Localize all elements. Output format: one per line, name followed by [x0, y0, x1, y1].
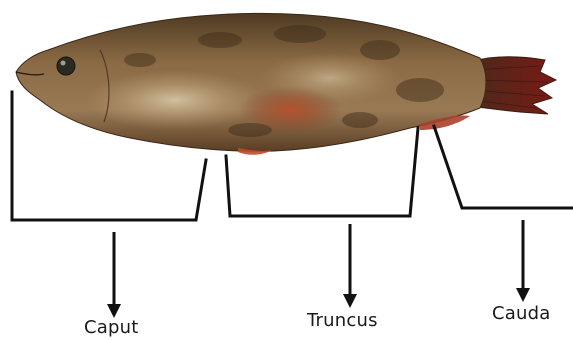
cauda-bracket [434, 126, 572, 208]
region-arrows [107, 220, 530, 318]
truncus-label: Truncus [307, 310, 378, 331]
fish-eye [57, 57, 75, 75]
fish-eye-highlight [61, 61, 66, 66]
caput-label: Caput [84, 317, 139, 338]
cauda-arrow-head [516, 288, 530, 302]
fish-illustration [16, 13, 556, 154]
cauda-label: Cauda [492, 303, 550, 324]
belly-highlight [85, 70, 265, 130]
caput-arrow-head [107, 304, 121, 318]
truncus-arrow-head [343, 294, 357, 308]
